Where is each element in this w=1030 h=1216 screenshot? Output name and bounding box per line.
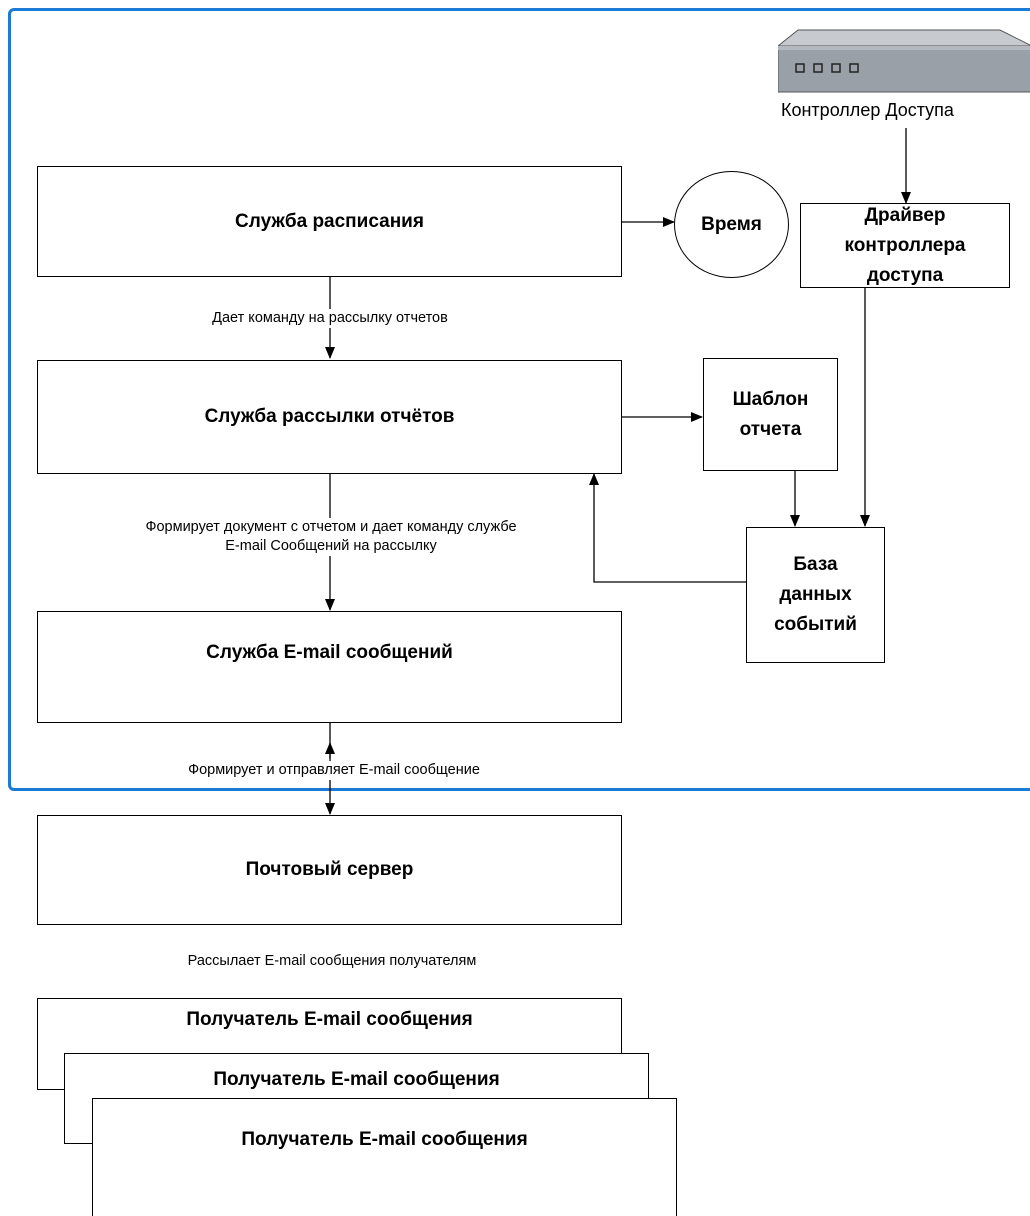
recipient-title-2: Получатель E-mail сообщения — [213, 1069, 500, 1090]
edge-label-report-email-line1: Формирует документ с отчетом и дает кома… — [145, 519, 517, 535]
schedule-service-box: Служба расписания — [37, 166, 622, 277]
network-device-icon — [776, 29, 1030, 93]
report-template-title: Шаблон отчета — [732, 388, 809, 440]
report-template-box: Шаблон отчета — [703, 358, 838, 471]
mail-server-box: Почтовый сервер — [37, 815, 622, 925]
email-service-box: Служба E-mail сообщений — [37, 611, 622, 723]
recipient-box-3: Получатель E-mail сообщения — [92, 1098, 677, 1216]
edge-label-email-server: Формирует и отправляет E-mail сообщение — [125, 761, 543, 780]
time-node-title: Время — [701, 213, 762, 235]
driver-box: Драйвер контроллера доступа — [800, 203, 1010, 288]
recipient-title-3: Получатель E-mail сообщения — [241, 1129, 528, 1150]
events-db-title: База данных событий — [774, 554, 857, 635]
access-controller-label: Контроллер Доступа — [781, 100, 954, 120]
access-controller-device — [776, 28, 1030, 94]
schedule-service-title: Служба расписания — [235, 210, 424, 232]
edge-db-report — [589, 473, 746, 583]
edge-label-report-email: Формирует документ с отчетом и дает кома… — [72, 518, 590, 556]
edge-label-report-email-line2: E-mail Сообщений на рассылку — [225, 538, 437, 554]
system-boundary-frame — [8, 8, 1030, 791]
email-service-title: Служба E-mail сообщений — [206, 642, 453, 663]
time-node: Время — [674, 171, 789, 278]
mail-server-title: Почтовый сервер — [245, 859, 414, 880]
driver-title: Драйвер контроллера доступа — [844, 204, 966, 286]
events-db-box: База данных событий — [746, 527, 885, 663]
edge-label-server-recipients: Рассылает E-mail сообщения получателям — [127, 952, 537, 971]
edge-label-schedule-report: Дает команду на рассылку отчетов — [155, 309, 505, 328]
report-service-box: Служба рассылки отчётов — [37, 360, 622, 474]
recipient-title-1: Получатель E-mail сообщения — [186, 1009, 473, 1030]
report-service-title: Служба рассылки отчётов — [204, 406, 455, 427]
